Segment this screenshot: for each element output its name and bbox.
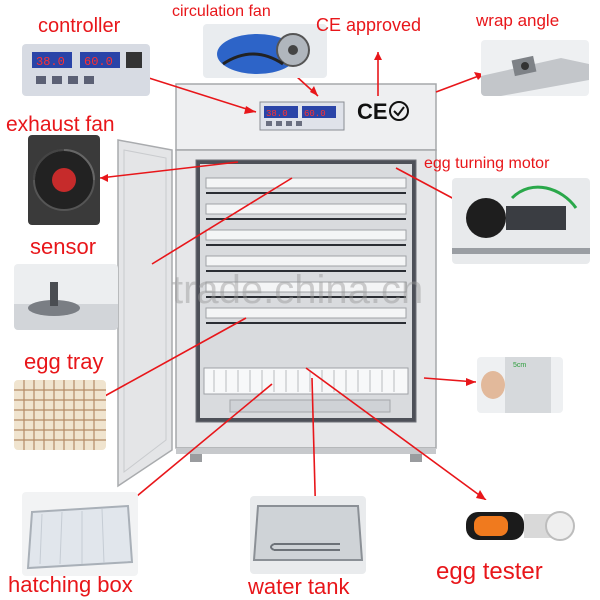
label-wrap-angle: wrap angle [476, 11, 560, 30]
egg-tray-shelves [205, 177, 407, 319]
label-water-tank: water tank [248, 574, 350, 599]
arrow-egg-turning-motor [395, 167, 457, 201]
egg-tester-icon [460, 500, 580, 552]
label-controller: controller [38, 15, 121, 37]
svg-text:38.0: 38.0 [266, 109, 288, 119]
arrow-sensor [151, 177, 293, 265]
controller-icon: 38.0 60.0 [22, 44, 150, 96]
egg-tray-icon [14, 380, 106, 450]
arrow-egg-tester [305, 367, 487, 501]
svg-text:60.0: 60.0 [304, 109, 326, 119]
circulation-fan-icon [203, 24, 327, 78]
label-circulation-fan: circulation fan [172, 3, 271, 20]
hatching-box-icon [22, 492, 138, 576]
certification-icon [389, 101, 409, 121]
watermark-text: trade.china.cn [172, 268, 424, 312]
svg-text:60.0: 60.0 [84, 55, 113, 69]
cabinet-door [117, 139, 173, 488]
label-exhaust-fan: exhaust fan [6, 113, 115, 136]
label-ce-approved: CE approved [316, 15, 422, 35]
sensor-icon [14, 264, 118, 330]
label-sensor: sensor [30, 234, 97, 259]
arrow-exhaust-fan [99, 161, 239, 179]
svg-text:5cm: 5cm [513, 362, 526, 369]
side-wrap-icon: 5cm [477, 357, 563, 413]
exhaust-fan-icon [28, 135, 100, 225]
label-egg-turning-motor: egg turning motor [424, 155, 550, 172]
arrow-wrap-angle [435, 73, 485, 93]
egg-turning-motor-icon [452, 178, 590, 264]
water-tank-icon [250, 496, 366, 574]
label-hatching-box: hatching box [8, 572, 133, 597]
hatching-basket [203, 367, 409, 395]
svg-text:38.0: 38.0 [36, 55, 65, 69]
ce-mark-icon: CE [357, 99, 388, 124]
wrap-angle-icon [481, 40, 589, 96]
label-egg-tray: egg tray [24, 349, 104, 374]
arrow-controller [129, 71, 257, 113]
label-egg-tester: egg tester [436, 558, 543, 585]
arrow-egg-tray [93, 317, 247, 403]
